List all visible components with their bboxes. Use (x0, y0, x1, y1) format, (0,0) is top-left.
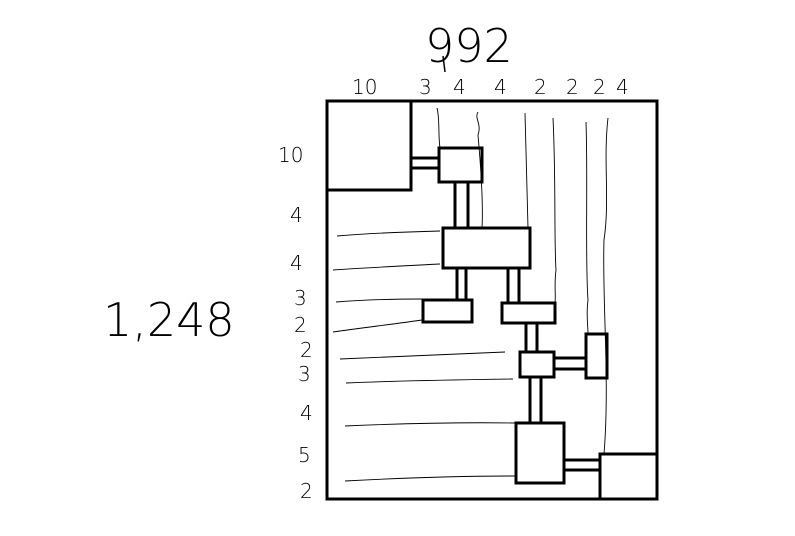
row-label-3: 4 (290, 251, 303, 275)
box-d (500, 301, 557, 325)
column-label-4: 4 (494, 75, 507, 99)
width-label: 992 (425, 19, 513, 73)
connector-b-c (455, 268, 468, 300)
box-g (514, 421, 566, 485)
connectors (411, 156, 600, 472)
row-label-10: 2 (300, 479, 313, 503)
row-label-8: 4 (300, 401, 313, 425)
column-labels: 10 3 4 4 2 2 2 4 (352, 75, 629, 99)
column-label-1: 10 (352, 75, 377, 99)
column-label-3: 4 (453, 75, 466, 99)
row-labels: 10 4 4 3 2 2 3 4 5 2 (278, 143, 313, 503)
row-label-9: 5 (298, 443, 311, 467)
column-label-6: 2 (566, 75, 579, 99)
box-f (584, 332, 609, 380)
row-label-7: 3 (298, 362, 311, 386)
box-e (518, 350, 556, 379)
outer-frame (325, 99, 659, 501)
connector-b-d (506, 268, 521, 303)
width-label-tick (442, 55, 446, 73)
row-label-5: 2 (294, 313, 307, 337)
row-label-6: 2 (300, 338, 313, 362)
row-label-1: 10 (278, 143, 303, 167)
connector-corner-a (411, 156, 439, 170)
corner-block-bottom-right (598, 452, 659, 501)
connector-a-b (453, 182, 470, 228)
box-c (421, 298, 474, 324)
column-label-7: 2 (593, 75, 606, 99)
row-label-2: 4 (290, 203, 303, 227)
connector-e-f (554, 356, 586, 371)
connector-g-corner (564, 458, 600, 472)
row-guides (332, 230, 516, 482)
box-a (437, 146, 484, 184)
column-label-8: 4 (616, 75, 629, 99)
height-label: 1,248 (103, 293, 235, 347)
column-label-2: 3 (419, 75, 432, 99)
row-label-4: 3 (294, 286, 307, 310)
column-label-5: 2 (534, 75, 547, 99)
connector-e-g (528, 377, 543, 423)
corner-block-top-left (325, 99, 413, 192)
column-guides (436, 107, 609, 455)
box-b (441, 226, 532, 270)
connector-d-e (524, 323, 539, 352)
